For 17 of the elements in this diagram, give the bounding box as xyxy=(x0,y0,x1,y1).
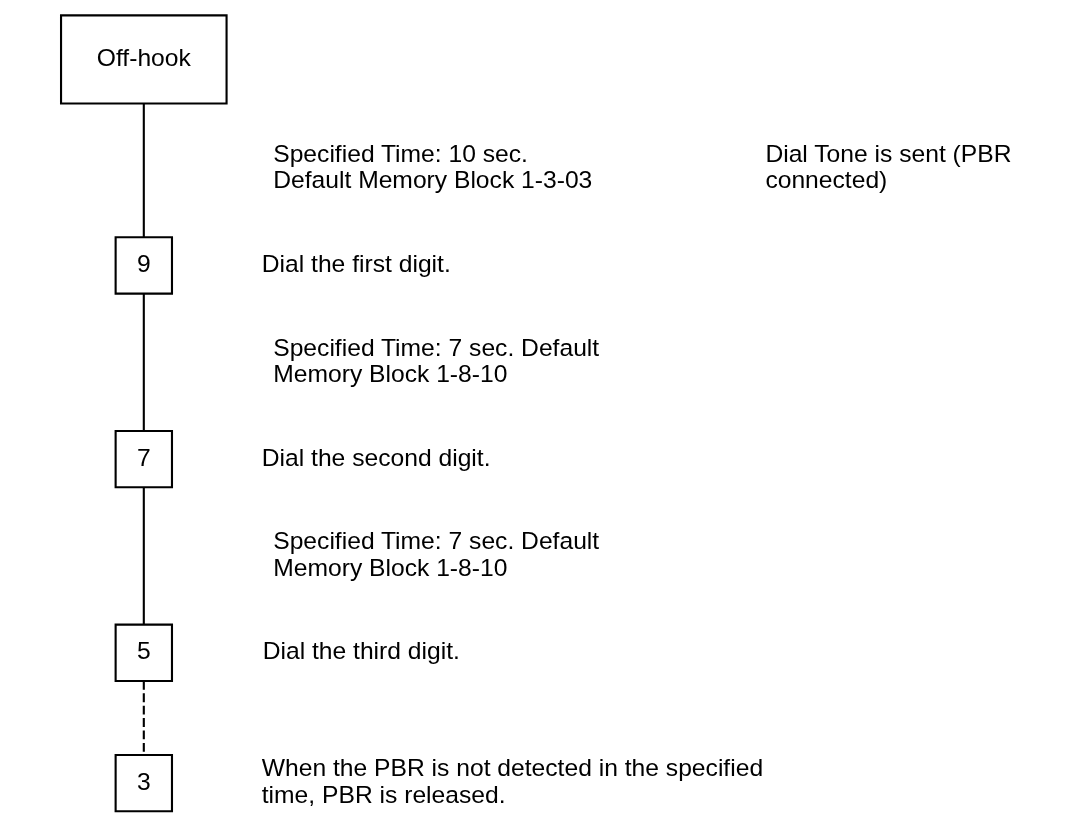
node-box: 7 xyxy=(114,429,173,489)
connector xyxy=(142,294,145,431)
connector xyxy=(142,681,145,755)
connector xyxy=(142,103,145,238)
node-label: Dial the first digit. xyxy=(261,249,451,277)
label: Specified Time: 7 sec. Default Memory Block 1-8-10 xyxy=(272,333,599,388)
node-label: When the PBR is not detected in the specified time, PBR is released. xyxy=(261,754,763,808)
node-label: Dial the second digit. xyxy=(261,443,491,471)
node-box: 3 xyxy=(114,753,173,813)
label: Dial Tone is sent (PBR connected) xyxy=(764,139,1011,194)
connector xyxy=(142,487,145,625)
label: Specified Time: 10 sec. Default Memory Block 1-3-03 xyxy=(272,139,592,194)
label: Specified Time: 7 sec. Default Memory Block 1-8-10 xyxy=(272,527,599,581)
node-box: Off-hook xyxy=(59,14,228,105)
node-box: 9 xyxy=(114,236,173,295)
node-label: Dial the third digit. xyxy=(262,637,460,665)
node-box: 5 xyxy=(114,623,173,683)
